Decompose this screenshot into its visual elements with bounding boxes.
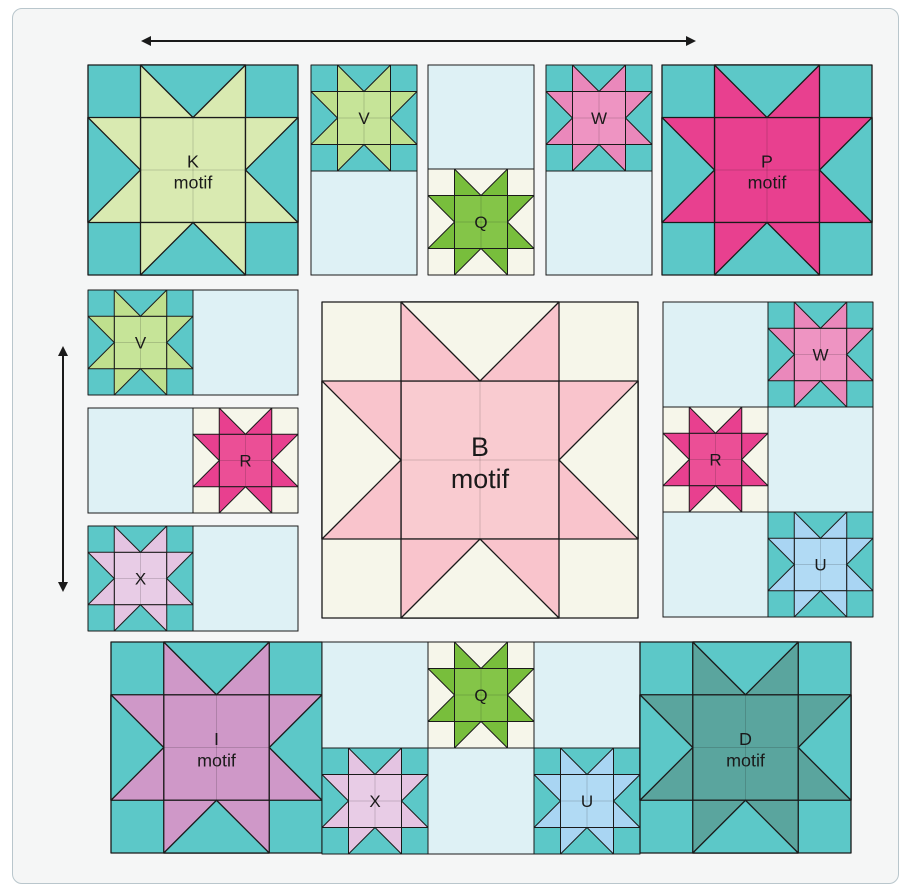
b-motif-letter: B [471,432,489,462]
x-star-label: X [369,792,380,811]
k-motif-word: motif [174,173,213,193]
x-star-left: X [88,526,193,631]
p-motif-word: motif [748,173,787,193]
background-block [534,642,640,748]
b-motif-word: motif [451,464,510,494]
k-motif-letter: K [187,151,199,171]
background-block [193,290,298,395]
q-star-bottom: Q [428,642,534,748]
background-block [768,407,873,512]
x-star-bottom: X [322,748,428,854]
q-star-label: Q [474,213,487,232]
background-block [311,171,417,275]
v-star-top: V [311,65,417,171]
background-block [663,302,768,407]
d-motif-letter: D [739,729,752,749]
w-star-top: W [546,65,652,171]
u-star-label: U [814,556,826,575]
q-star-label: Q [474,686,487,705]
background-block [428,65,534,169]
background-block [663,512,768,617]
v-star-label: V [135,334,147,353]
i-motif-word: motif [197,750,236,770]
v-star-label: V [358,109,370,128]
r-star-left: R [193,408,298,513]
background-block [428,748,534,854]
p-motif-letter: P [761,151,773,171]
w-star-right: W [768,302,873,407]
background-block [546,171,652,275]
v-star-left: V [88,290,193,395]
w-star-label: W [591,109,607,128]
d-motif-word: motif [726,750,765,770]
background-block [193,526,298,631]
background-block [88,408,193,513]
q-star-top: Q [428,169,534,275]
r-star-label: R [709,451,721,470]
r-star-right: R [663,407,768,512]
r-star-label: R [239,452,251,471]
x-star-label: X [135,570,146,589]
u-star-right: U [768,512,873,617]
u-star-bottom: U [534,748,640,854]
u-star-label: U [581,792,593,811]
quilt-layout: KmotifVQWPmotifVRXBmotifWRUImotifXQUDmot… [88,65,873,854]
w-star-label: W [812,346,828,365]
i-motif-letter: I [214,729,219,749]
background-block [322,642,428,748]
